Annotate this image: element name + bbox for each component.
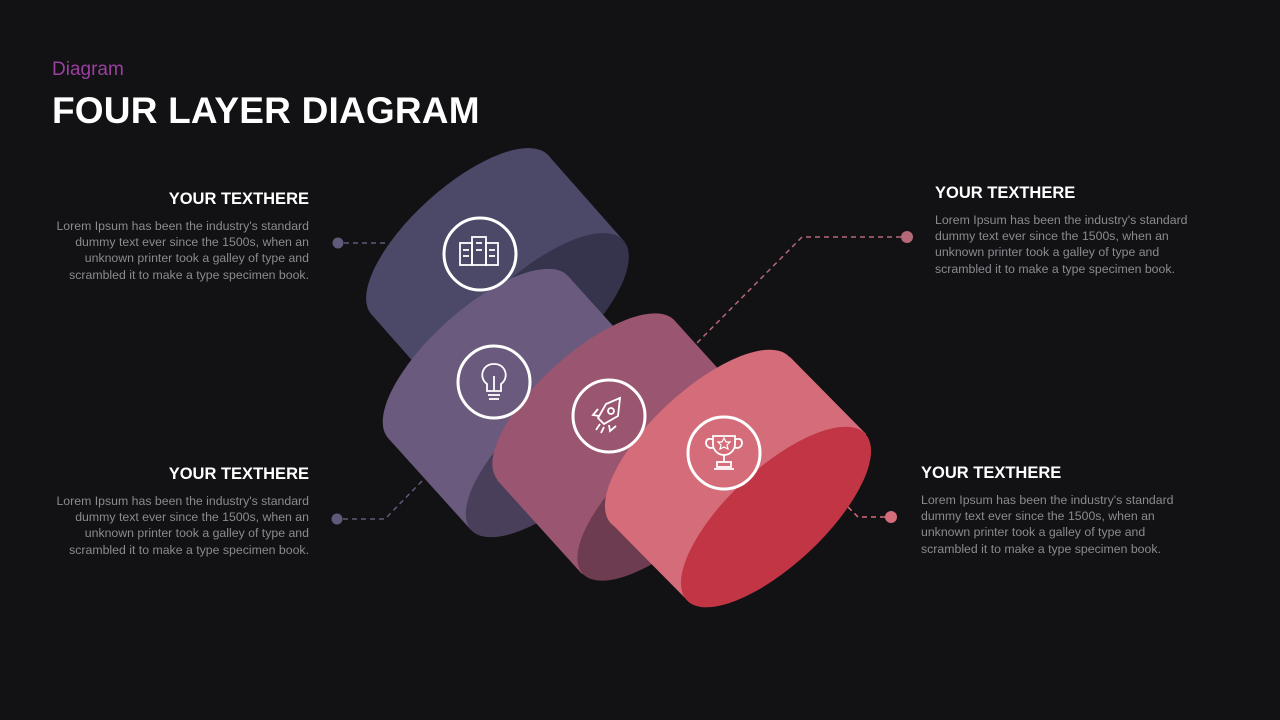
text-block-bottom-left: YOUR TEXTHERE Lorem Ipsum has been the i…	[39, 465, 309, 558]
text-block-heading: YOUR TEXTHERE	[168, 190, 309, 208]
text-block-top-right: YOUR TEXTHERE Lorem Ipsum has been the i…	[935, 184, 1205, 277]
buildings-icon	[442, 216, 518, 292]
text-block-body: Lorem Ipsum has been the industry's stan…	[56, 219, 309, 282]
text-block-heading: YOUR TEXTHERE	[935, 184, 1076, 202]
text-block-body: Lorem Ipsum has been the industry's stan…	[935, 213, 1188, 276]
slide-subtitle: Diagram	[52, 59, 124, 80]
text-block-top-left: YOUR TEXTHERE Lorem Ipsum has been the i…	[39, 190, 309, 283]
text-block-body: Lorem Ipsum has been the industry's stan…	[921, 493, 1174, 556]
text-block-heading: YOUR TEXTHERE	[168, 465, 309, 483]
slide-title: FOUR LAYER DIAGRAM	[52, 90, 480, 131]
rocket-icon	[571, 378, 647, 454]
text-block-heading: YOUR TEXTHERE	[921, 464, 1062, 482]
lightbulb-icon	[456, 344, 532, 420]
connector-top-right	[694, 231, 913, 346]
trophy-icon	[686, 415, 762, 491]
layer-4-cylinder	[604, 349, 872, 608]
text-block-body: Lorem Ipsum has been the industry's stan…	[56, 494, 309, 557]
connector-bottom-left	[331, 479, 424, 525]
text-block-bottom-right: YOUR TEXTHERE Lorem Ipsum has been the i…	[921, 464, 1191, 557]
